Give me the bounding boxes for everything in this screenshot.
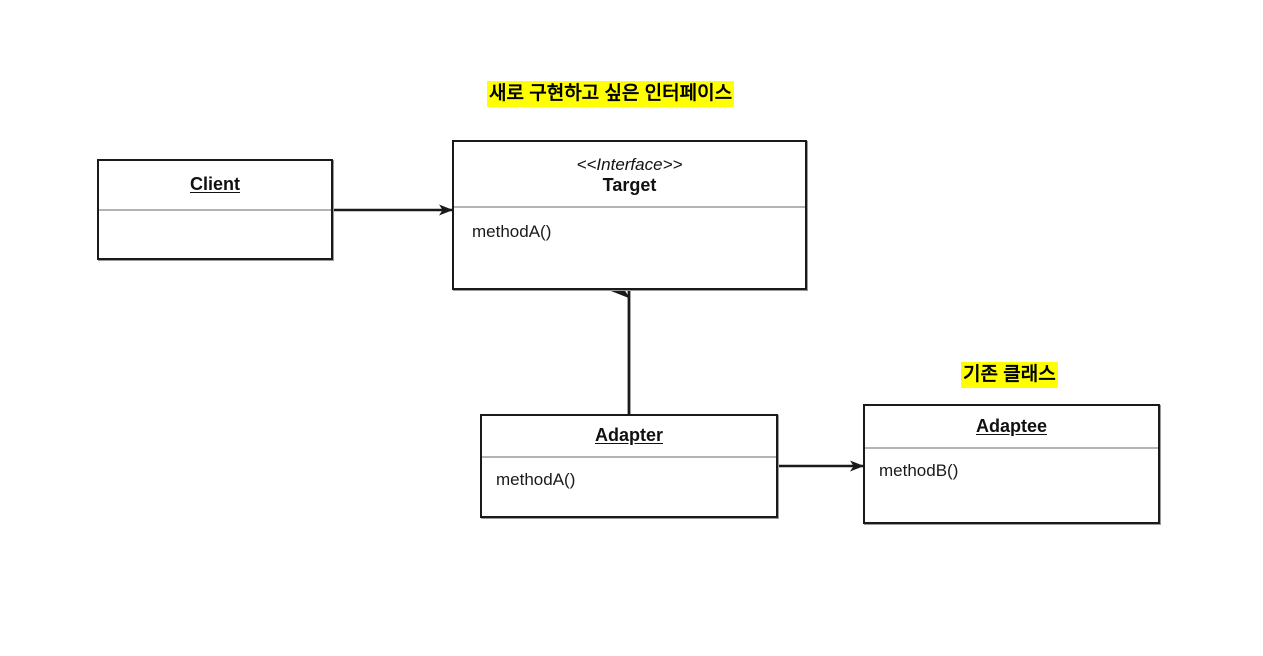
uml-class-client[interactable]: Client	[97, 159, 333, 260]
class-header-client: Client	[99, 161, 331, 211]
class-members-adaptee: methodB()	[865, 449, 1158, 522]
class-header-target: <<Interface>> Target	[454, 142, 805, 208]
class-members-adapter: methodA()	[482, 458, 776, 516]
class-method-adaptee-methodb: methodB()	[879, 461, 959, 480]
class-method-target-methoda: methodA()	[472, 222, 552, 241]
class-header-adapter: Adapter	[482, 416, 776, 458]
uml-class-adapter[interactable]: Adapter methodA()	[480, 414, 778, 518]
class-name-adaptee: Adaptee	[975, 415, 1047, 436]
class-stereotype-target: <<Interface>>	[576, 155, 683, 175]
uml-class-target[interactable]: <<Interface>> Target methodA()	[452, 140, 807, 290]
annotation-existing-class: 기존 클래스	[961, 362, 1058, 388]
class-name-adapter: Adapter	[594, 425, 663, 446]
annotation-target-interface: 새로 구현하고 싶은 인터페이스	[487, 81, 735, 107]
uml-class-adaptee[interactable]: Adaptee methodB()	[863, 404, 1160, 524]
class-members-target: methodA()	[454, 208, 805, 288]
class-header-adaptee: Adaptee	[865, 406, 1158, 449]
class-method-adapter-methoda: methodA()	[496, 470, 576, 489]
class-name-client: Client	[189, 174, 240, 195]
class-members-client	[99, 211, 331, 258]
class-name-target: Target	[602, 174, 657, 195]
